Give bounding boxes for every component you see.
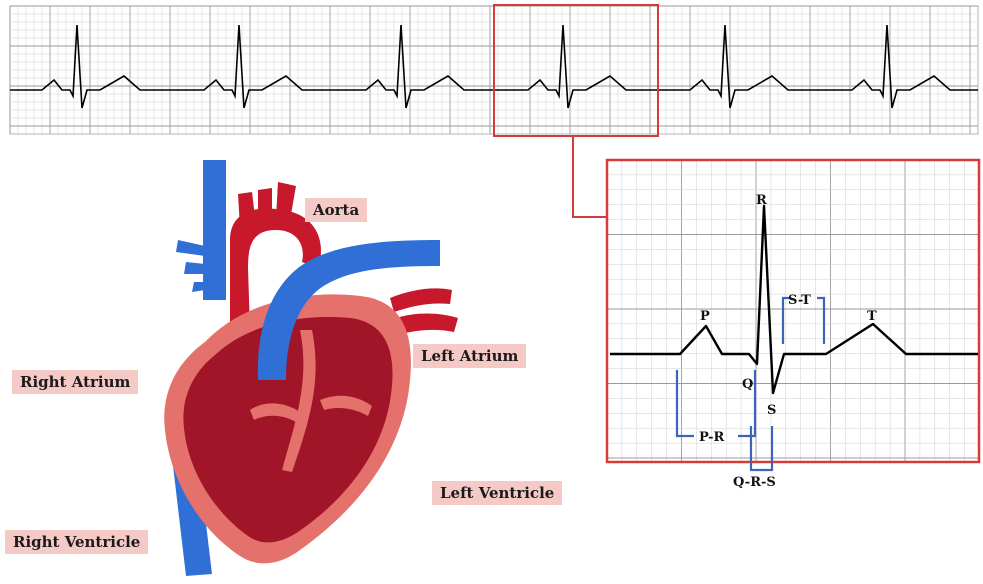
st-segment-label: S-T <box>788 293 811 308</box>
pr-interval-label: P-R <box>699 430 724 445</box>
left-ventricle-label: Left Ventricle <box>432 481 562 505</box>
ecg-strip <box>10 5 978 136</box>
right-atrium-label: Right Atrium <box>12 370 138 394</box>
zoom-connector <box>573 136 607 217</box>
q-wave-label: Q <box>742 377 753 392</box>
pulmonary-vein-1 <box>390 288 452 312</box>
heart-illustration <box>164 160 458 576</box>
vein-branch-2 <box>184 262 205 274</box>
qrs-complex-label: Q-R-S <box>733 475 776 490</box>
aorta-label: Aorta <box>305 198 367 222</box>
left-atrium-label: Left Atrium <box>413 344 526 368</box>
vein-branch-1 <box>176 240 205 256</box>
r-wave-label: R <box>756 193 767 208</box>
s-wave-label: S <box>767 403 776 418</box>
superior-vena-cava <box>203 160 226 300</box>
p-wave-label: P <box>700 309 710 324</box>
ecg-detail: R P Q S T S-T P-R <box>607 160 979 470</box>
right-ventricle-label: Right Ventricle <box>5 530 148 554</box>
t-wave-label: T <box>867 309 877 324</box>
ecg-detail-background <box>607 160 979 462</box>
